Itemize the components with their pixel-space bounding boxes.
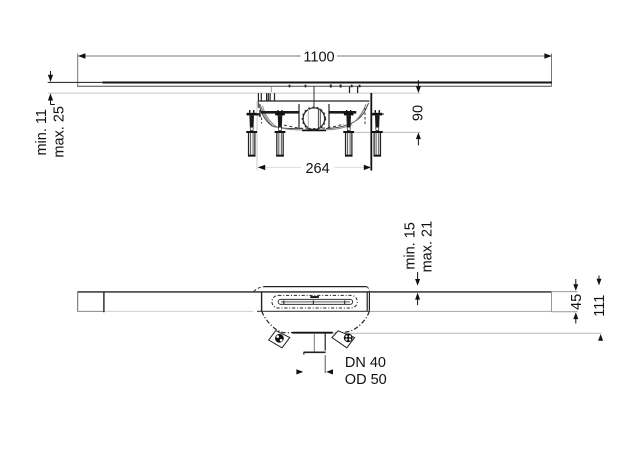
svg-text:OD 50: OD 50	[345, 372, 387, 388]
svg-text:max. 25: max. 25	[52, 106, 68, 158]
svg-text:45: 45	[569, 294, 585, 310]
svg-text:min. 11: min. 11	[34, 109, 50, 155]
svg-text:90: 90	[411, 105, 427, 121]
svg-text:111: 111	[592, 295, 608, 317]
svg-text:max. 21: max. 21	[420, 221, 436, 273]
svg-text:1100: 1100	[303, 50, 334, 66]
svg-text:264: 264	[305, 161, 329, 177]
svg-text:min. 15: min. 15	[402, 222, 418, 270]
svg-text:DN 40: DN 40	[345, 355, 386, 371]
